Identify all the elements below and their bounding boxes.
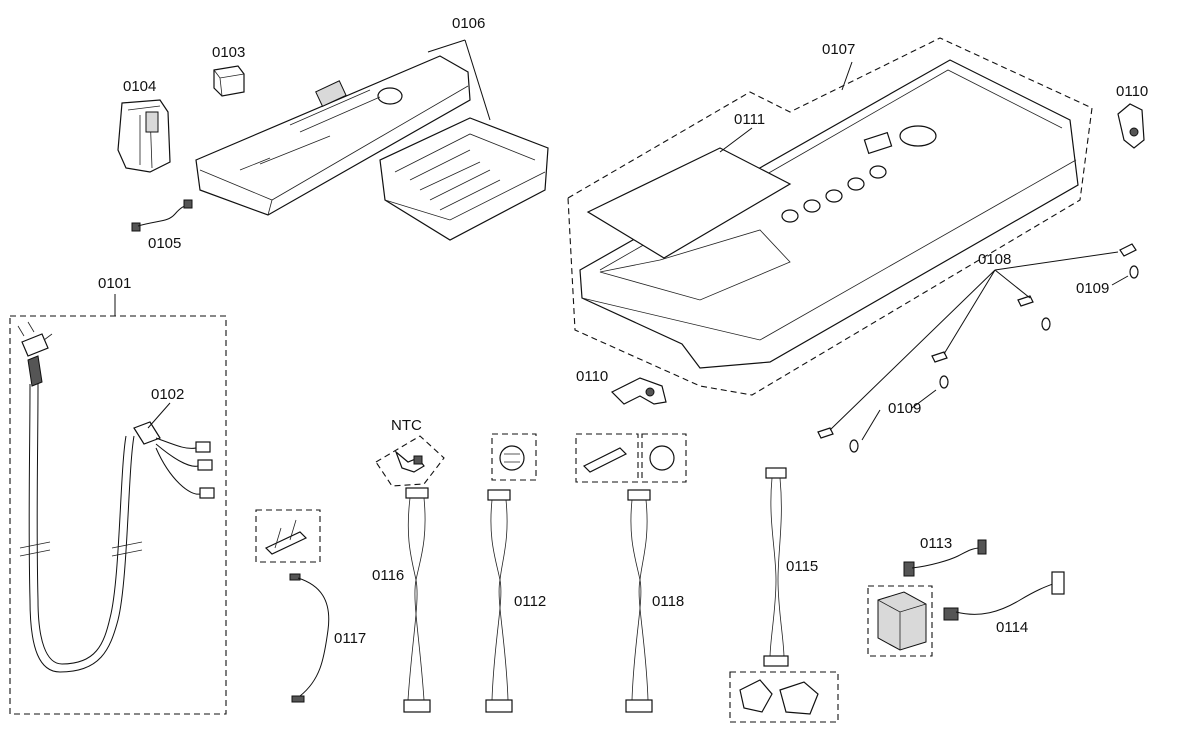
part-0105	[131, 199, 193, 232]
label-0118: 0118	[652, 593, 684, 610]
part-0104	[117, 99, 171, 173]
part-0115	[739, 467, 819, 715]
part-0109-washers	[849, 265, 1139, 453]
outline-0118-connector-b	[641, 433, 687, 483]
part-0107-panel	[579, 59, 1079, 369]
outline-0117-connector	[255, 509, 321, 563]
label-0113: 0113	[920, 535, 952, 552]
part-ntc-sensor	[394, 450, 425, 473]
part-0111	[586, 127, 792, 259]
label-0104: 0104	[123, 78, 156, 95]
label-0109-lower: 0109	[888, 400, 921, 417]
outline-0114-relay	[867, 585, 933, 657]
label-ntc: NTC	[391, 417, 422, 434]
label-0115: 0115	[786, 558, 818, 575]
outline-ntc	[375, 435, 445, 487]
label-0110-top: 0110	[1116, 83, 1148, 100]
label-0117: 0117	[334, 630, 366, 647]
part-0118	[582, 445, 675, 713]
part-0114	[877, 571, 1065, 651]
part-0113	[903, 539, 987, 577]
part-0117	[264, 519, 330, 703]
panel-buttons	[781, 165, 887, 223]
outline-0107	[567, 37, 1093, 396]
part-0108-screws	[817, 243, 1137, 439]
part-0112	[485, 445, 525, 713]
label-0105: 0105	[148, 235, 181, 252]
label-0102: 0102	[151, 386, 184, 403]
part-0110-bottom	[610, 377, 667, 405]
part-0106	[195, 39, 549, 241]
label-0109-upper: 0109	[1076, 280, 1109, 297]
outline-0101	[9, 315, 227, 715]
label-0103: 0103	[212, 44, 245, 61]
outline-0112-connector	[491, 433, 537, 481]
part-0110-top	[1117, 103, 1145, 149]
label-0114: 0114	[996, 619, 1028, 636]
label-0110-bottom: 0110	[576, 368, 608, 385]
part-0102	[133, 402, 215, 499]
label-0116: 0116	[372, 567, 404, 584]
label-0108: 0108	[978, 251, 1011, 268]
label-0107: 0107	[822, 41, 855, 58]
outline-0115-connector	[729, 671, 839, 723]
part-0101-cord	[17, 321, 143, 673]
label-0106: 0106	[452, 15, 485, 32]
part-0116-harness	[403, 487, 431, 713]
label-0111: 0111	[734, 111, 765, 128]
outline-0118-connector-a	[575, 433, 639, 483]
label-0101: 0101	[98, 275, 131, 292]
label-0112: 0112	[514, 593, 546, 610]
part-0103	[213, 65, 245, 97]
